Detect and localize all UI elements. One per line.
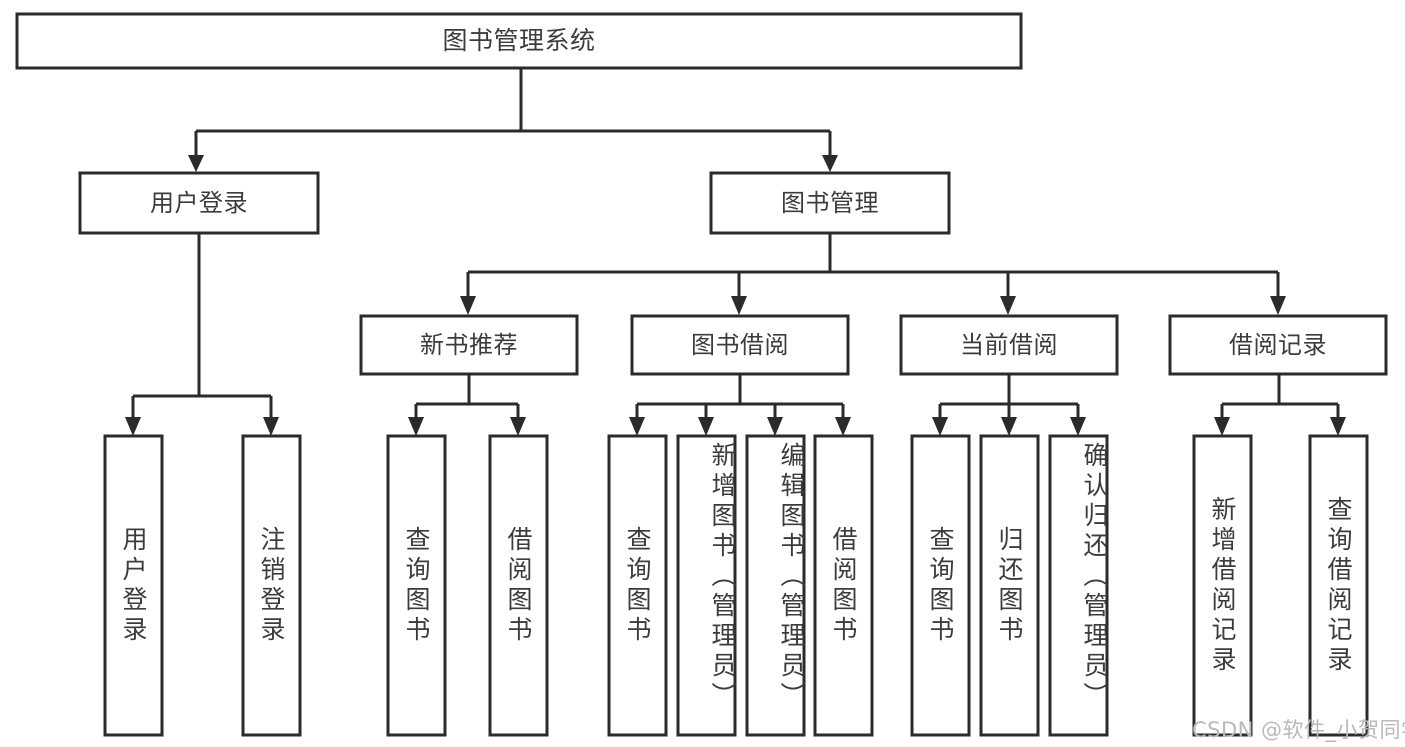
arrow-borrow-record-leaf1	[1214, 417, 1230, 436]
arrow-book-borrow-leaf4	[835, 417, 851, 436]
arrow-to-borrow-record	[1270, 296, 1286, 315]
arrow-new-book-leaf1	[408, 417, 424, 436]
arrow-current-borrow-leaf3	[1070, 417, 1086, 436]
node-borrow-record-box[interactable]	[1168, 314, 1388, 376]
node-leaf-br-query-box[interactable]	[1308, 434, 1369, 737]
arrow-to-book-borrow	[731, 296, 747, 315]
arrow-new-book-leaf2	[510, 417, 526, 436]
arrow-book-borrow-leaf3	[767, 417, 783, 436]
arrow-book-borrow-leaf1	[629, 417, 645, 436]
node-leaf-logout-box[interactable]	[241, 434, 302, 737]
arrow-to-new-book	[460, 296, 476, 315]
node-user-login-box[interactable]	[78, 171, 320, 235]
node-book-manage-box[interactable]	[709, 171, 951, 235]
arrow-book-borrow-leaf2	[698, 417, 714, 436]
node-leaf-br-add-box[interactable]	[1192, 434, 1253, 737]
arrow-user-login-leaf1	[125, 417, 141, 436]
node-leaf-bb-edit-box[interactable]	[745, 434, 806, 737]
arrow-borrow-record-leaf2	[1330, 417, 1346, 436]
node-leaf-cb-confirm-box[interactable]	[1048, 434, 1109, 737]
arrow-current-borrow-leaf2	[1001, 417, 1017, 436]
arrow-to-book-manage	[822, 155, 838, 172]
node-leaf-user-login-box[interactable]	[103, 434, 164, 737]
node-book-borrow-box[interactable]	[630, 314, 850, 376]
node-new-book-box[interactable]	[359, 314, 579, 376]
node-leaf-bb-query-box[interactable]	[607, 434, 668, 737]
node-current-borrow-box[interactable]	[899, 314, 1119, 376]
node-leaf-cb-query-box[interactable]	[910, 434, 971, 737]
node-leaf-bb-add-box[interactable]	[676, 434, 737, 737]
node-leaf-bb-borrow-box[interactable]	[813, 434, 874, 737]
node-root-box[interactable]	[15, 12, 1023, 70]
node-leaf-nb-borrow-box[interactable]	[488, 434, 549, 737]
arrow-user-login-leaf2	[263, 417, 279, 436]
arrow-current-borrow-leaf1	[932, 417, 948, 436]
node-leaf-nb-query-box[interactable]	[386, 434, 447, 737]
node-leaf-cb-return-box[interactable]	[979, 434, 1040, 737]
arrow-to-current-borrow	[1000, 296, 1016, 315]
arrow-to-user-login	[188, 155, 204, 172]
